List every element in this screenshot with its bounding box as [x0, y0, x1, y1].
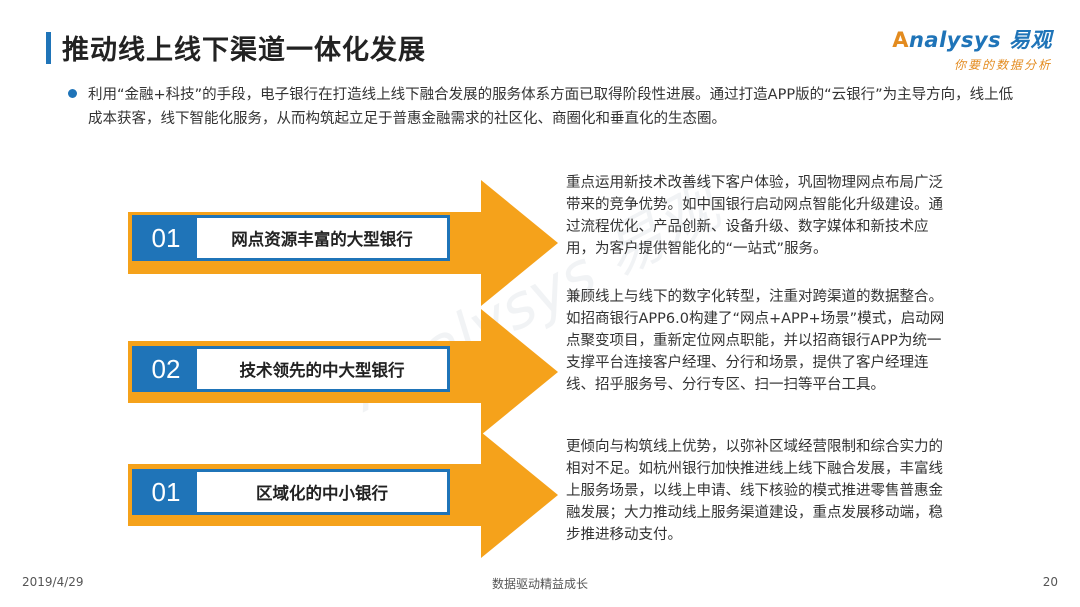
category-box-3: 01 区域化的中小银行: [132, 469, 450, 515]
category-description: 兼顾线上与线下的数字化转型，注重对跨渠道的数据整合。如招商银行APP6.0构建了…: [566, 289, 945, 393]
category-description: 重点运用新技术改善线下客户体验，巩固物理网点布局广泛带来的竞争优势。如中国银行启…: [566, 175, 943, 257]
category-number: 01: [135, 218, 197, 258]
brand-logo: Analysys 易观 你要的数据分析: [892, 24, 1052, 73]
category-number: 02: [135, 349, 197, 389]
page-number: 20: [1042, 575, 1058, 589]
logo-slogan: 你要的数据分析: [953, 58, 1052, 72]
bullet-icon: [68, 89, 77, 98]
footer-slogan: 数据驱动精益成长: [491, 577, 588, 591]
category-number: 01: [135, 472, 197, 512]
category-box-2: 02 技术领先的中大型银行: [132, 346, 450, 392]
footer-date: 2019/4/29: [22, 575, 84, 589]
category-label: 网点资源丰富的大型银行: [231, 230, 413, 249]
category-label: 技术领先的中大型银行: [239, 361, 405, 380]
logo-wordmark: Analysys 易观: [892, 28, 1052, 52]
title-accent-bar: [46, 32, 51, 64]
intro-paragraph: 利用“金融+科技”的手段，电子银行在打造线上线下融合发展的服务体系方面已取得阶段…: [88, 87, 1014, 127]
category-box-1: 01 网点资源丰富的大型银行: [132, 215, 450, 261]
category-label: 区域化的中小银行: [256, 484, 388, 503]
page-title: 推动线上线下渠道一体化发展: [62, 35, 426, 66]
category-description: 更倾向与构筑线上优势，以弥补区域经营限制和综合实力的相对不足。如杭州银行加快推进…: [566, 439, 943, 543]
